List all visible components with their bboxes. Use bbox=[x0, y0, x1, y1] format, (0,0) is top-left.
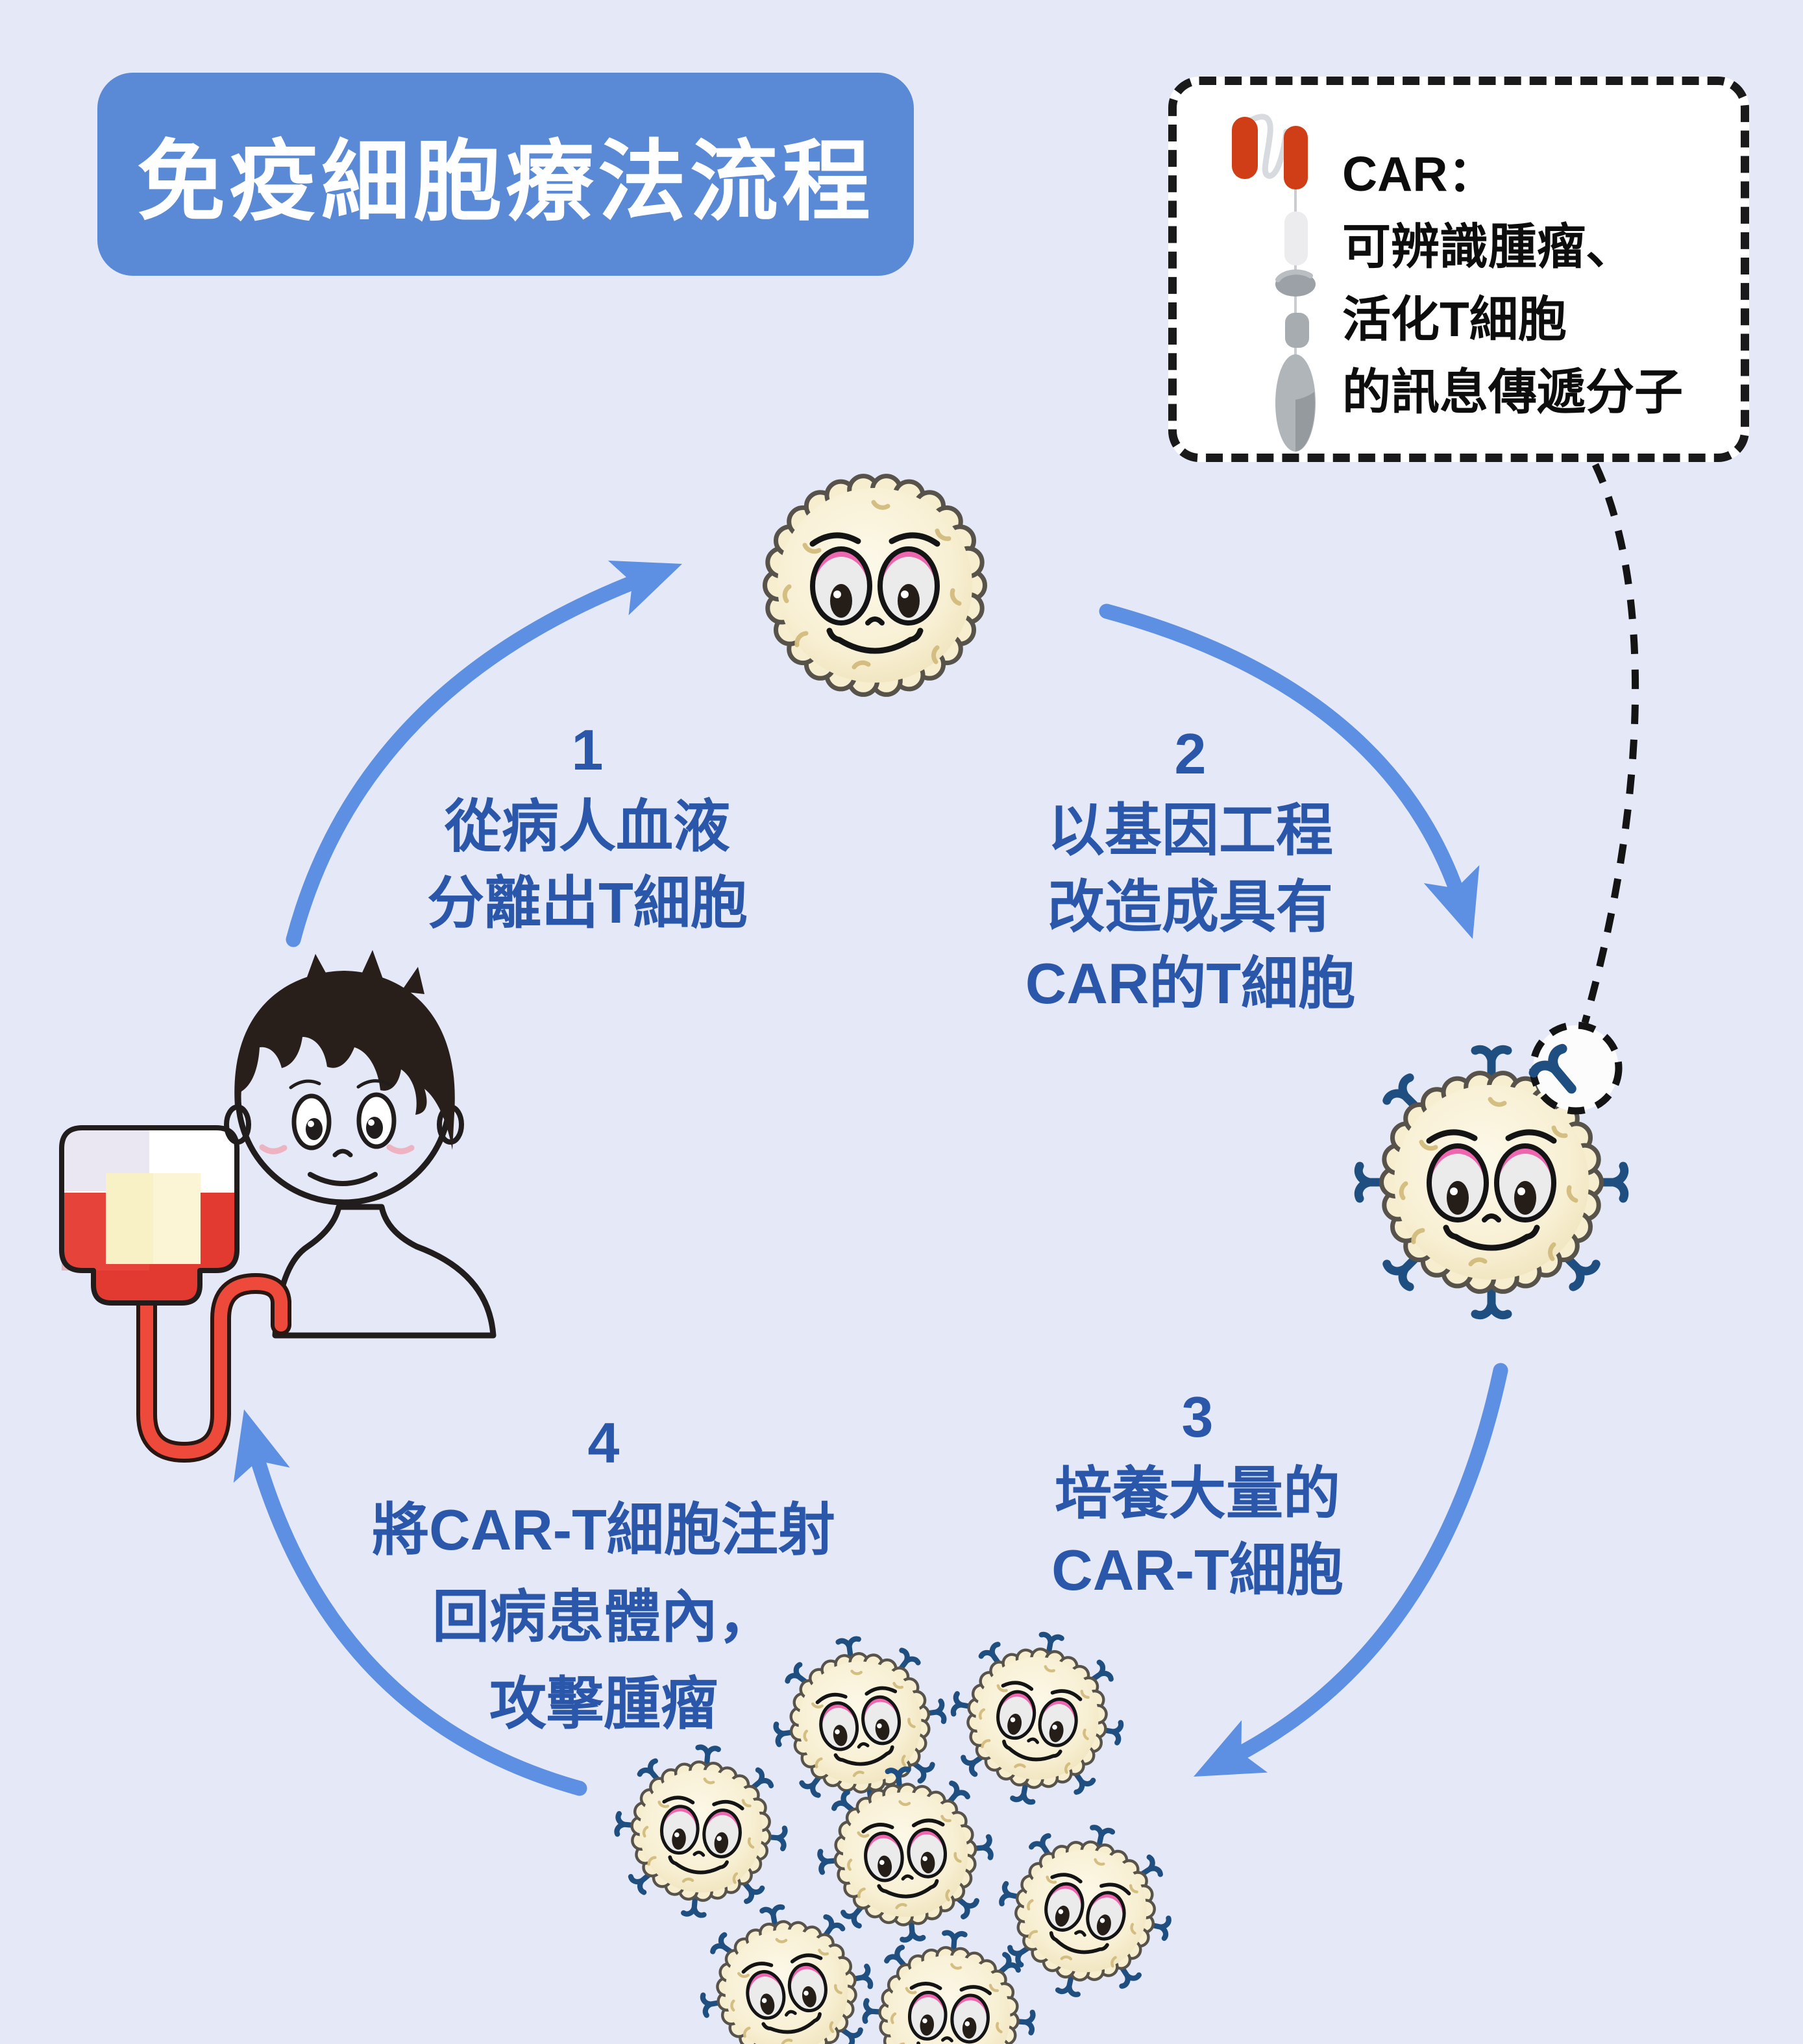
iv-tube bbox=[136, 1272, 291, 1463]
car-t-cell-small bbox=[610, 1740, 791, 1921]
step-1-label: 1 從病人血液 分離出T細胞 bbox=[295, 712, 879, 942]
car-t-cell-small bbox=[986, 1812, 1184, 2010]
page-title-box: 免疫細胞療法流程 bbox=[97, 73, 914, 276]
patient-figure bbox=[59, 950, 497, 1463]
patient-torso bbox=[272, 1204, 497, 1339]
arrow-step3 bbox=[1194, 1363, 1508, 1777]
arrow-step2 bbox=[1099, 603, 1480, 939]
car-molecule-icon bbox=[1232, 114, 1316, 452]
t-cell bbox=[765, 476, 985, 695]
magnifier-circle bbox=[1533, 1021, 1623, 1115]
patient-hair bbox=[234, 971, 455, 1150]
step-text-line: CAR-T細胞 bbox=[1051, 1538, 1343, 1602]
car-desc-line: 活化T細胞 bbox=[1342, 292, 1567, 347]
step-text-line: 改造成具有 bbox=[1047, 875, 1333, 939]
step-number: 4 bbox=[587, 1411, 620, 1475]
arrow-step1 bbox=[286, 560, 682, 947]
patient-head bbox=[224, 950, 464, 1206]
car-desc-line: 可辨識腫瘤、 bbox=[1342, 219, 1635, 274]
step-number: 1 bbox=[571, 718, 604, 782]
step-text-line: 將CAR-T細胞注射 bbox=[372, 1498, 835, 1562]
step-number: 3 bbox=[1181, 1385, 1214, 1449]
step-text-line: 從病人血液 bbox=[444, 794, 730, 858]
car-antigen-bar-right bbox=[1284, 126, 1308, 189]
step-text-line: 以基因工程 bbox=[1047, 798, 1333, 862]
car-desc-line: 的訊息傳遞分子 bbox=[1342, 365, 1684, 419]
car-antigen-bar-left bbox=[1232, 117, 1258, 179]
blood-bag bbox=[59, 1125, 239, 1306]
step-text-line: 培養大量的 bbox=[1054, 1461, 1340, 1526]
page-title: 免疫細胞療法流程 bbox=[137, 132, 874, 231]
arrow-step4 bbox=[233, 1409, 587, 1796]
step-2-label: 2 以基因工程 改造成具有 CAR的T細胞 bbox=[898, 716, 1482, 1022]
step-text-line: 分離出T細胞 bbox=[427, 871, 748, 935]
dashed-connector bbox=[1581, 463, 1639, 1024]
car-t-cell-small bbox=[940, 1622, 1135, 1816]
step-text-line: CAR的T細胞 bbox=[1025, 951, 1356, 1016]
step-3-label: 3 培養大量的 CAR-T細胞 bbox=[905, 1379, 1490, 1609]
step-number: 2 bbox=[1174, 722, 1207, 786]
step-4-label: 4 將CAR-T細胞注射 回病患體內， 攻擊腫瘤 bbox=[312, 1400, 896, 1747]
step-text-line: 回病患體內， bbox=[432, 1585, 775, 1649]
step-text-line: 攻擊腫瘤 bbox=[489, 1672, 718, 1736]
car-t-cell-small bbox=[859, 1927, 1038, 2044]
car-description: CAR： 可辨識腫瘤、 活化T細胞 的訊息傳遞分子 bbox=[1342, 138, 1683, 428]
car-info-box: CAR： 可辨識腫瘤、 活化T細胞 的訊息傳遞分子 bbox=[1168, 77, 1749, 462]
car-desc-line: CAR： bbox=[1342, 147, 1497, 201]
